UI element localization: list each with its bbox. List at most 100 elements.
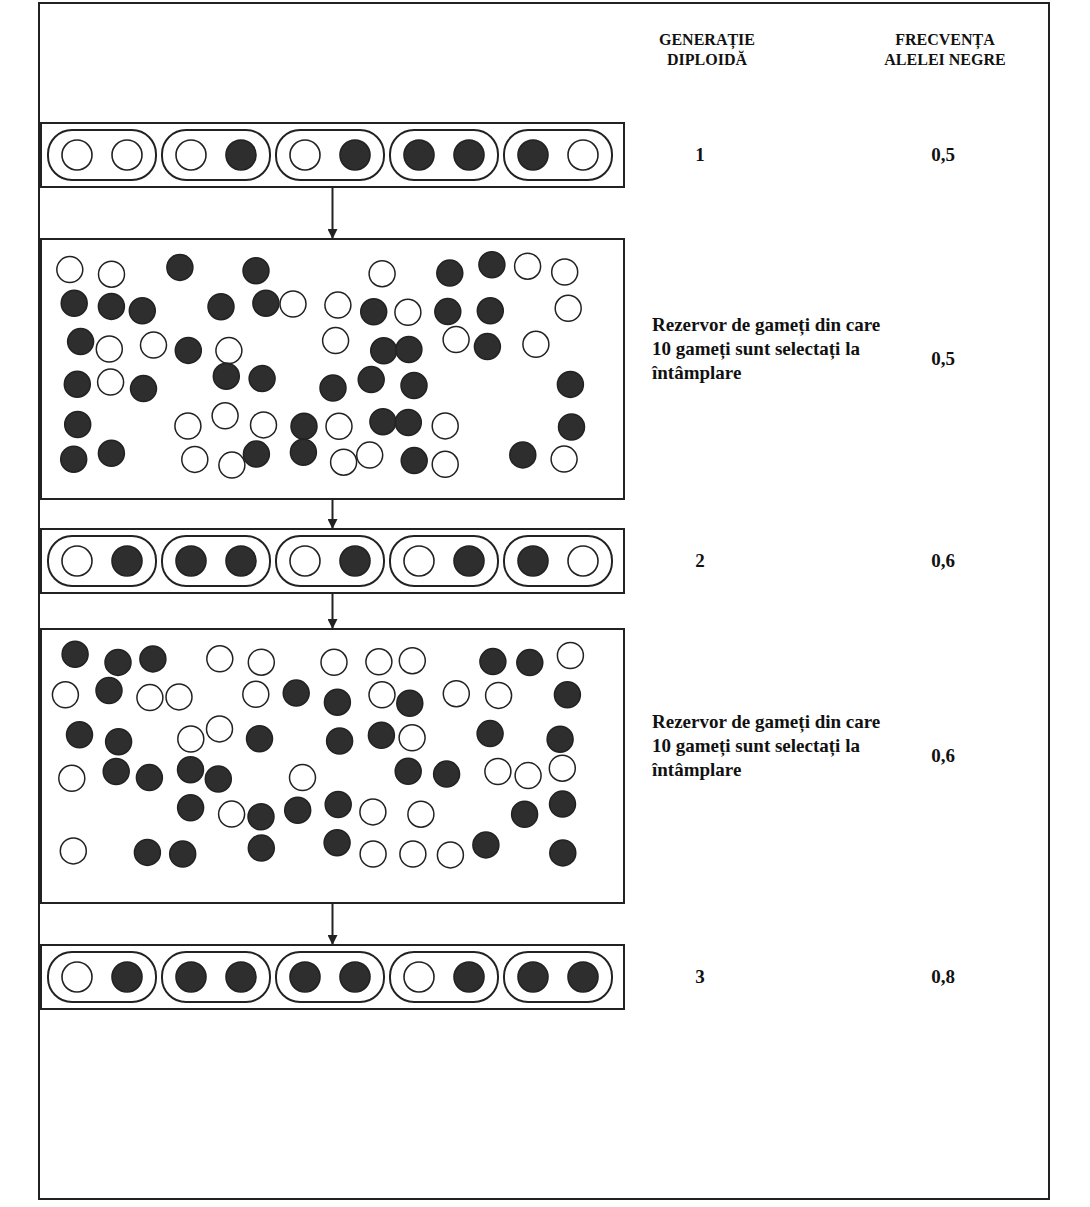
diploid-pair-outline <box>48 952 156 1002</box>
black-allele <box>340 962 370 992</box>
black-allele <box>178 757 204 783</box>
white-allele <box>404 546 434 576</box>
black-allele <box>550 840 576 866</box>
white-allele <box>443 327 469 353</box>
white-allele <box>251 412 277 438</box>
black-allele <box>176 546 206 576</box>
white-allele <box>290 546 320 576</box>
black-allele <box>368 722 394 748</box>
white-allele <box>178 726 204 752</box>
black-allele <box>67 722 93 748</box>
black-allele <box>205 766 231 792</box>
white-allele <box>219 801 245 827</box>
white-allele <box>207 646 233 672</box>
diploid-pair-outline <box>504 130 612 180</box>
white-allele <box>321 649 347 675</box>
white-allele <box>400 841 426 867</box>
generation-number: 1 <box>670 143 730 167</box>
generation-box <box>40 122 625 188</box>
black-allele <box>320 375 346 401</box>
white-allele <box>219 452 245 478</box>
black-allele <box>249 366 275 392</box>
black-allele <box>397 690 423 716</box>
white-allele <box>323 328 349 354</box>
white-allele <box>555 295 581 321</box>
white-allele <box>568 140 598 170</box>
black-allele <box>324 689 350 715</box>
white-allele <box>369 682 395 708</box>
black-allele <box>477 721 503 747</box>
black-allele <box>140 646 166 672</box>
black-allele <box>96 678 122 704</box>
white-allele <box>290 765 316 791</box>
box-outline <box>41 239 624 499</box>
black-allele <box>98 293 124 319</box>
black-allele <box>454 546 484 576</box>
black-allele <box>61 290 87 316</box>
white-allele <box>248 649 274 675</box>
generation-box <box>40 528 625 594</box>
black-allele <box>454 962 484 992</box>
black-allele <box>340 140 370 170</box>
white-allele <box>432 413 458 439</box>
black-allele <box>512 801 538 827</box>
white-allele <box>357 442 383 468</box>
pool-description: Rezervor de gameți din care 10 gameți su… <box>652 710 892 781</box>
black-allele <box>474 334 500 360</box>
black-allele <box>547 726 573 752</box>
flow-arrow <box>332 594 334 628</box>
black-allele <box>559 414 585 440</box>
white-allele <box>437 842 463 868</box>
gamete-pool-box <box>40 238 625 500</box>
allele-frequency: 0,5 <box>903 143 983 167</box>
black-allele <box>550 791 576 817</box>
flow-arrow <box>332 188 334 238</box>
white-allele <box>366 649 392 675</box>
diploid-pair-outline <box>276 130 384 180</box>
column-header: FRECVENȚA ALELEI NEGRE <box>865 30 1025 70</box>
black-allele <box>557 371 583 397</box>
black-allele <box>243 441 269 467</box>
white-allele <box>486 682 512 708</box>
diploid-pair-outline <box>390 130 498 180</box>
black-allele <box>253 290 279 316</box>
generation-row: 10,5 <box>40 122 1048 188</box>
black-allele <box>290 439 316 465</box>
black-allele <box>510 442 536 468</box>
diploid-pair-outline <box>162 952 270 1002</box>
black-allele <box>112 962 142 992</box>
black-allele <box>248 835 274 861</box>
diploid-pair-outline <box>162 130 270 180</box>
box-outline <box>41 529 624 593</box>
black-allele <box>134 839 160 865</box>
white-allele <box>399 725 425 751</box>
black-allele <box>401 448 427 474</box>
black-allele <box>434 761 460 787</box>
black-allele <box>404 140 434 170</box>
white-allele <box>62 140 92 170</box>
white-allele <box>568 546 598 576</box>
black-allele <box>243 258 269 284</box>
white-allele <box>98 369 124 395</box>
black-allele <box>105 649 131 675</box>
white-allele <box>551 446 577 472</box>
white-allele <box>99 261 125 287</box>
diploid-pair-outline <box>48 536 156 586</box>
black-allele <box>518 546 548 576</box>
black-allele <box>370 409 396 435</box>
black-allele <box>61 446 87 472</box>
black-allele <box>437 260 463 286</box>
black-allele <box>131 376 157 402</box>
black-allele <box>213 363 239 389</box>
white-allele <box>166 684 192 710</box>
black-allele <box>285 797 311 823</box>
black-allele <box>106 729 132 755</box>
white-allele <box>515 763 541 789</box>
white-allele <box>443 681 469 707</box>
diploid-pair-outline <box>48 130 156 180</box>
white-allele <box>57 257 83 283</box>
white-allele <box>552 259 578 285</box>
black-allele <box>248 804 274 830</box>
black-allele <box>290 962 320 992</box>
black-allele <box>435 299 461 325</box>
